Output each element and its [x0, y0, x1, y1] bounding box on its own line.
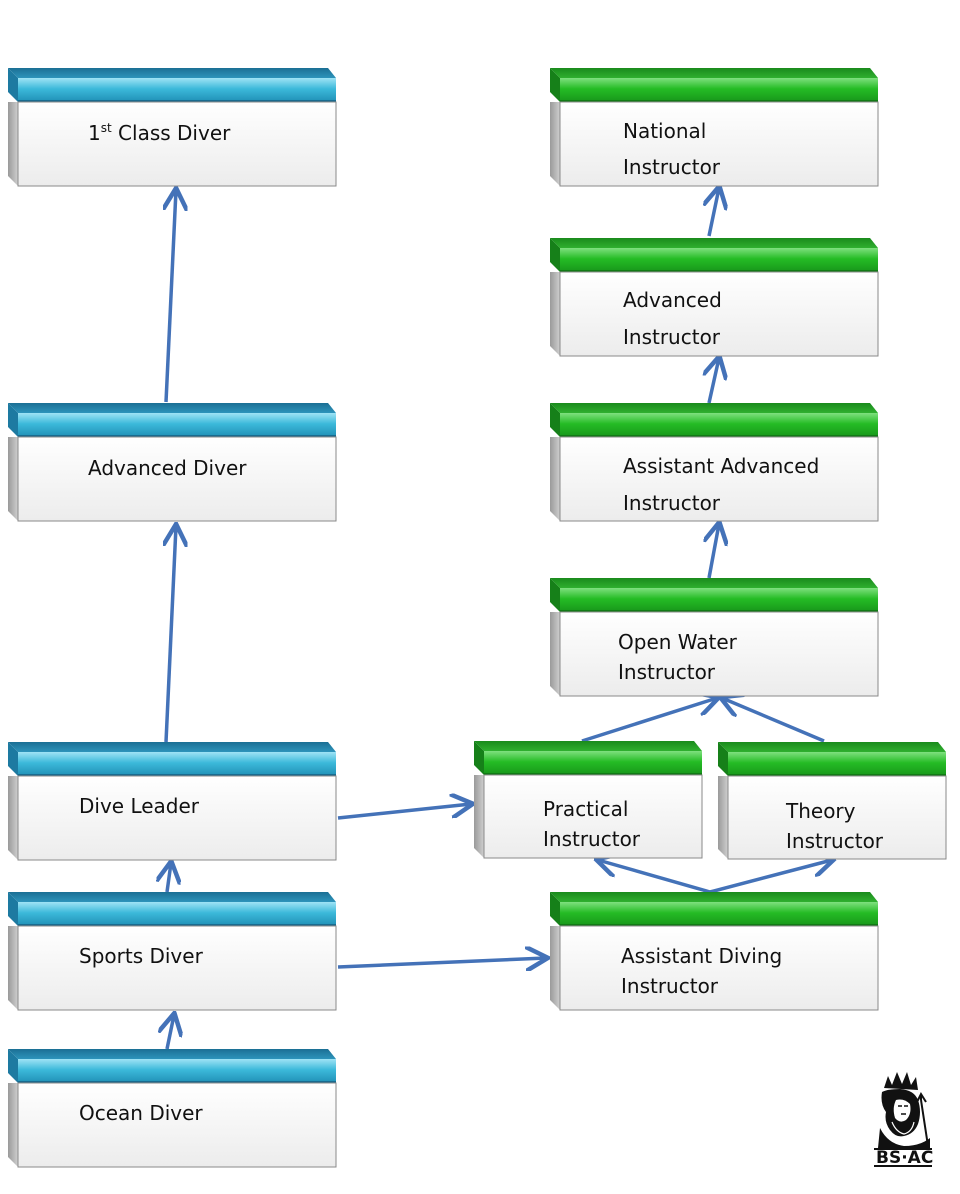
node-theory-instructor: Theory Instructor [718, 742, 947, 860]
node-first-class-diver: 1st Class Diver [8, 68, 337, 187]
logo-text: BS·AC [876, 1148, 933, 1168]
node-sports-diver: Sports Diver [8, 892, 337, 1011]
logo-rule-bottom [874, 1165, 932, 1167]
node-label-line1: Assistant Advanced [623, 454, 819, 478]
node-ocean-diver: Ocean Diver [8, 1049, 337, 1168]
node-label-line2: Instructor [623, 491, 721, 515]
arrow-assistant-advanced-to-advanced [709, 358, 719, 404]
neptune-icon [878, 1072, 930, 1148]
node-label-line1: Advanced [623, 288, 722, 312]
node-label-line1: Practical [543, 797, 628, 821]
arrow-advanced-to-national [709, 188, 719, 237]
node-label-line2: Instructor [786, 829, 884, 853]
node-label-line2: Instructor [623, 155, 721, 179]
node-label-line2: Instructor [618, 660, 716, 684]
arrows [166, 188, 832, 1050]
node-practical-instructor: Practical Instructor [474, 741, 703, 859]
node-label: Advanced Diver [88, 456, 247, 480]
arrow-dive-leader-to-advanced [166, 526, 176, 743]
arrow-assistant-diving-to-theory [709, 860, 832, 894]
node-advanced-instructor: Advanced Instructor [550, 238, 879, 357]
node-national-instructor: National Instructor [550, 68, 879, 187]
arrow-advanced-to-first-class [166, 190, 176, 403]
node-label-line1: Theory [785, 799, 856, 823]
arrow-sports-to-assistant-diving [337, 958, 546, 967]
node-open-water-instructor: Open Water Instructor [550, 578, 879, 697]
node-label: Ocean Diver [79, 1101, 203, 1125]
arrow-sports-to-dive-leader [167, 863, 171, 893]
node-label-line1: Open Water [618, 630, 738, 654]
node-assistant-advanced-instructor: Assistant Advanced Instructor [550, 403, 879, 522]
node-dive-leader: Dive Leader [8, 742, 337, 861]
node-label: 1st Class Diver [88, 121, 231, 145]
node-label: Dive Leader [79, 794, 200, 818]
node-advanced-diver: Advanced Diver [8, 403, 337, 522]
node-label-line1: National [623, 119, 706, 143]
arrow-dive-leader-to-practical [337, 804, 471, 820]
arrow-theory-to-open-water [722, 698, 825, 743]
arrow-ocean-to-sports [167, 1015, 174, 1050]
node-label-line2: Instructor [621, 974, 719, 998]
node-assistant-diving-instructor: Assistant Diving Instructor [550, 892, 879, 1011]
node-label-line2: Instructor [543, 827, 641, 851]
arrow-open-water-to-assistant-advanced [709, 524, 719, 579]
node-label: Sports Diver [79, 944, 204, 968]
bsac-logo: BS·AC [874, 1072, 933, 1168]
logo-rule-top [874, 1148, 932, 1150]
node-label-line2: Instructor [623, 325, 721, 349]
arrow-practical-to-open-water [581, 698, 717, 743]
arrow-assistant-diving-to-practical [598, 860, 711, 894]
node-label-line1: Assistant Diving [621, 944, 782, 968]
